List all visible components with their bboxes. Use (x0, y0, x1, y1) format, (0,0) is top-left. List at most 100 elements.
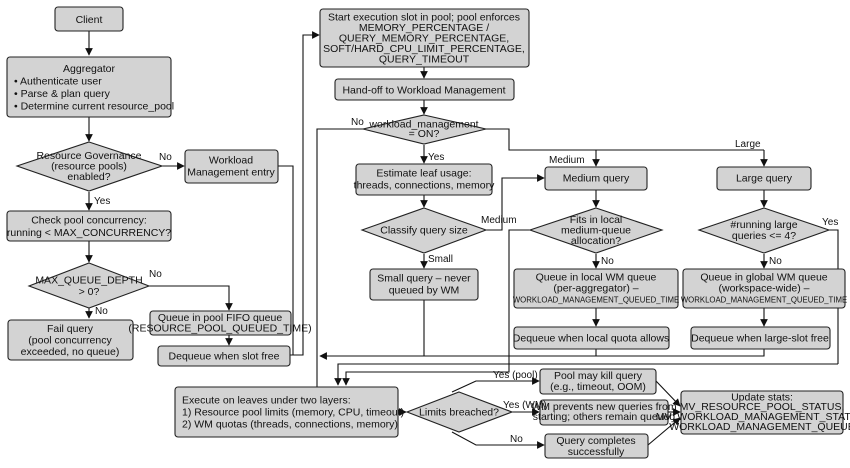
dequeue-slot-label: Dequeue when slot free (169, 351, 280, 363)
node-medium-query: Medium query (544, 166, 648, 191)
local-queue-line: (per-aggregator) – (553, 283, 638, 295)
global-queue-label: Queue in global WM queue(workspace-wide)… (681, 272, 847, 305)
edge-labels: No Yes No No No Yes Medium Large Medium … (94, 117, 838, 445)
edge-completes-stats (647, 417, 681, 446)
node-wm-decision: workload_management= ON? (362, 114, 487, 145)
fits-local-line: Fits in local (570, 214, 623, 226)
fits-local-line: allocation? (571, 235, 621, 247)
running-large-line: queries <= 4? (732, 230, 796, 242)
check-pool-line: Check pool concurrency: (31, 214, 147, 226)
start-exec-line: SOFT/HARD_CPU_LIMIT_PERCENTAGE, (323, 43, 525, 55)
label-large-no: No (769, 256, 782, 267)
pool-kill-line: (e.g., timeout, OOM) (550, 381, 646, 393)
medium-query-label: Medium query (563, 173, 630, 185)
execute-line: 1) Resource pool limits (memory, CPU, ti… (182, 407, 404, 419)
dequeue-local-line: Dequeue when local quota allows (513, 333, 669, 345)
global-queue-line: WORKLOAD_MANAGEMENT_QUEUED_TIME (681, 296, 847, 305)
pool-fifo-line: (RESOURCE_POOL_QUEUED_TIME) (128, 323, 311, 335)
label-wm-yes: Yes (428, 152, 444, 163)
dequeue-local-label: Dequeue when local quota allows (513, 333, 669, 345)
label-fits-no: No (601, 256, 614, 267)
edge-pool-stats (655, 380, 681, 407)
node-pool-kill: Pool may kill query(e.g., timeout, OOM) (539, 368, 657, 395)
aggregator-line: Aggregator (63, 63, 115, 75)
small-query-line: queued by WM (389, 285, 460, 297)
check-pool-label: Check pool concurrency:running < MAX_CON… (7, 214, 171, 239)
start-exec-line: Start execution slot in pool; pool enfor… (328, 11, 520, 23)
rg-decision-line: enabled? (67, 171, 110, 183)
node-rg-decision: Resource Governance(resource pools)enabl… (15, 141, 164, 192)
label-depth-no: No (95, 306, 108, 317)
pool-fifo-line: Queue in pool FIFO queue (158, 312, 282, 324)
update-stats-line: MV_WORKLOAD_MANAGEMENT_STATUS, (656, 411, 850, 423)
client-line: Client (76, 14, 103, 26)
execute-label: Execute on leaves under two layers:1) Re… (182, 395, 404, 431)
limits-label: Limits breached? (419, 407, 499, 419)
node-aggregator: Aggregator• Authenticate user• Parse & p… (6, 56, 174, 118)
wm-entry-line: Workload (209, 155, 253, 167)
local-queue-line: Queue in local WM queue (536, 272, 657, 284)
dequeue-slot-line: Dequeue when slot free (169, 351, 280, 363)
node-large-query: Large query (716, 166, 812, 191)
node-estimate: Estimate leaf usage:threads, connections… (354, 163, 495, 196)
dequeue-large-line: Dequeue when large-slot free (691, 333, 829, 345)
start-exec-line: QUERY_TIMEOUT (379, 53, 470, 65)
update-stats-line: Update stats: (731, 391, 793, 403)
edge-local-dequeue-return (319, 349, 597, 360)
fits-local-line: medium-queue (561, 224, 631, 236)
global-queue-line: (workspace-wide) – (718, 283, 809, 295)
rg-decision-line: Resource Governance (36, 150, 141, 162)
pool-kill-label: Pool may kill query(e.g., timeout, OOM) (550, 370, 646, 393)
limits-line: Limits breached? (419, 407, 499, 419)
fail-query-line: Fail query (47, 323, 94, 335)
node-dequeue-large: Dequeue when large-slot free (690, 326, 831, 350)
wm-decision-label: workload_management= ON? (368, 119, 478, 141)
node-dequeue-local: Dequeue when local quota allows (513, 326, 670, 350)
start-exec-label: Start execution slot in pool; pool enfor… (323, 11, 525, 65)
local-queue-label: Queue in local WM queue(per-aggregator) … (513, 272, 679, 305)
update-stats-line: MV_RESOURCE_POOL_STATUS, (680, 401, 845, 413)
handoff-line: Hand-off to Workload Management (342, 85, 505, 97)
edge-classify-medium (486, 174, 545, 231)
global-queue-line: Queue in global WM queue (700, 272, 827, 284)
label-medium-top: Medium (549, 155, 585, 166)
check-pool-line: running < MAX_CONCURRENCY? (7, 227, 171, 239)
wm-entry-line: Management entry (187, 167, 275, 179)
running-large-line: #running large (730, 219, 797, 231)
edge-dequeue-start (290, 31, 320, 356)
wm-prevents-line: WM prevents new queries from (531, 401, 677, 413)
node-execute: Execute on leaves under two layers:1) Re… (174, 386, 404, 438)
pool-kill-line: Pool may kill query (554, 370, 643, 382)
edge-fits-yes-execute (342, 229, 530, 386)
label-yes-wm: Yes (WM) (503, 400, 547, 411)
start-exec-line: MEMORY_PERCENTAGE / (359, 22, 489, 34)
execute-line: Execute on leaves under two layers: (182, 395, 351, 407)
node-check-pool: Check pool concurrency:running < MAX_CON… (6, 210, 172, 242)
aggregator-line: • Parse & plan query (14, 88, 111, 100)
edge-depth-fifo (149, 285, 233, 311)
update-stats-label: Update stats:MV_RESOURCE_POOL_STATUS,MV_… (656, 391, 850, 432)
node-handoff: Hand-off to Workload Management (334, 78, 515, 101)
edge-wm-entry-start (278, 165, 294, 355)
large-query-label: Large query (736, 173, 793, 185)
classify-label: Classify query size (380, 225, 468, 237)
aggregator-line: • Authenticate user (14, 75, 102, 87)
label-rg-yes: Yes (94, 196, 110, 207)
execute-line: 2) WM quotas (threads, connections, memo… (182, 419, 398, 431)
node-pool-fifo: Queue in pool FIFO queue(RESOURCE_POOL_Q… (128, 310, 312, 336)
node-start-exec: Start execution slot in pool; pool enfor… (319, 8, 530, 68)
classify-line: Classify query size (380, 225, 468, 237)
label-large-yes: Yes (822, 217, 838, 228)
rg-decision-label: Resource Governance(resource pools)enabl… (36, 150, 141, 183)
